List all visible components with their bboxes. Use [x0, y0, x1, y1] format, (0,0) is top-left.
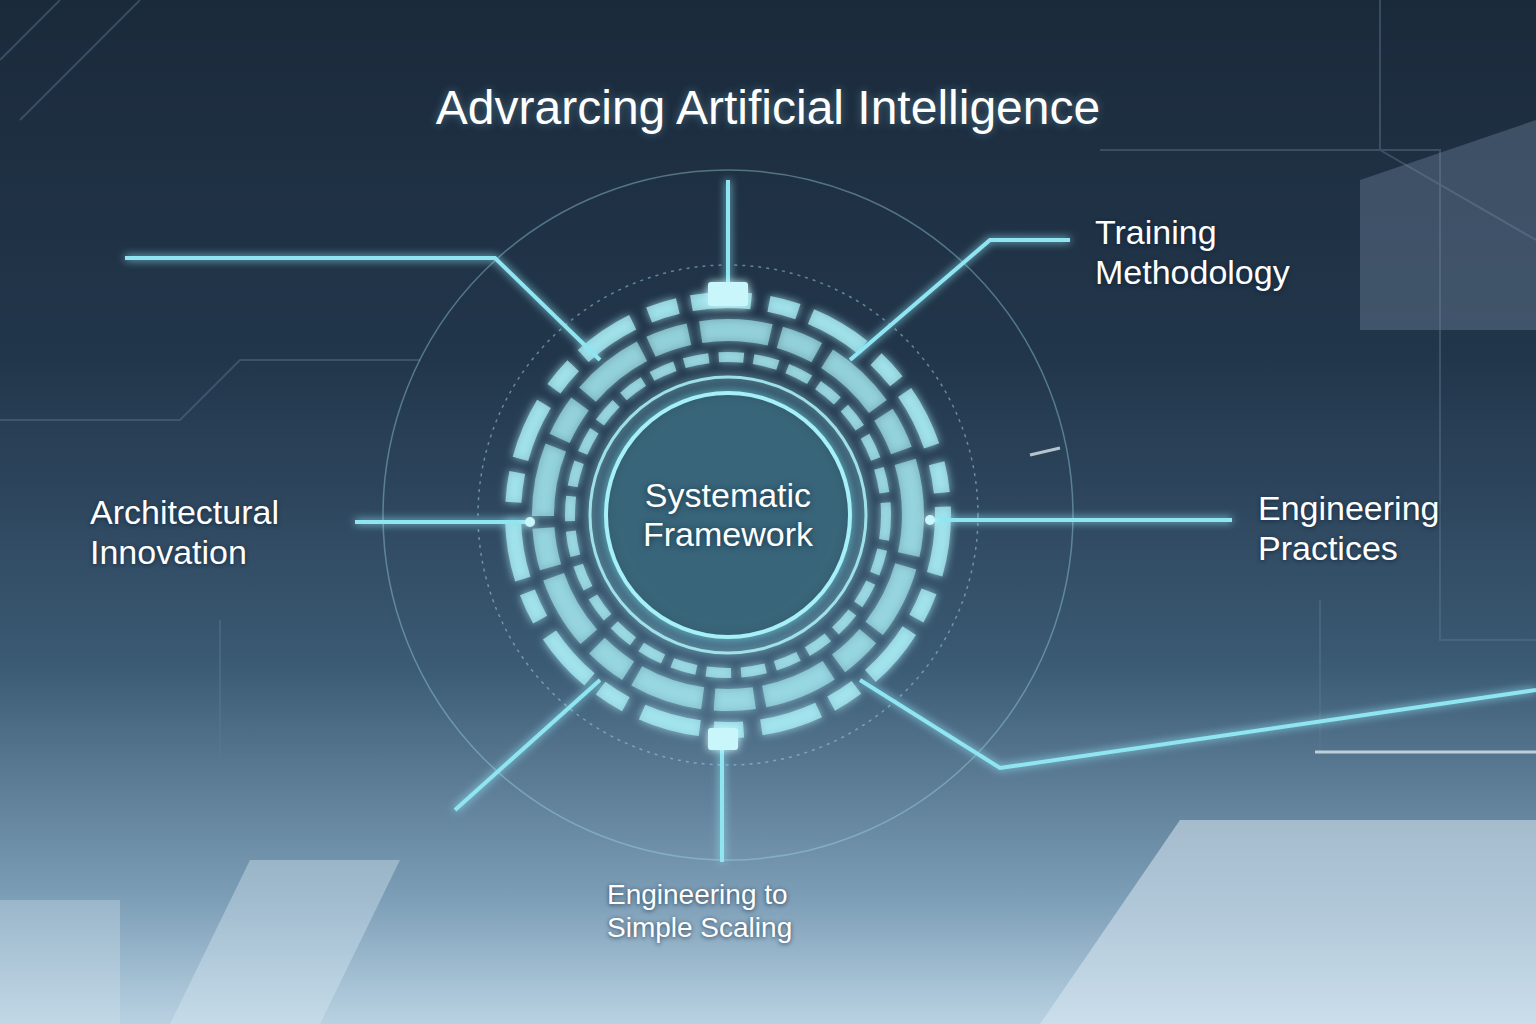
branch-label: Architectural Innovation: [90, 492, 360, 572]
branch-label: Engineering to Simple Scaling: [607, 878, 877, 944]
title: Advrarcing Artificial Intelligence: [0, 80, 1536, 135]
hub-circle: Systematic Framework: [603, 390, 853, 640]
branch-label: Training Methodology: [1095, 212, 1365, 292]
hub-text: Systematic Framework: [628, 476, 828, 554]
branch-label: Engineering Practices: [1258, 488, 1508, 568]
